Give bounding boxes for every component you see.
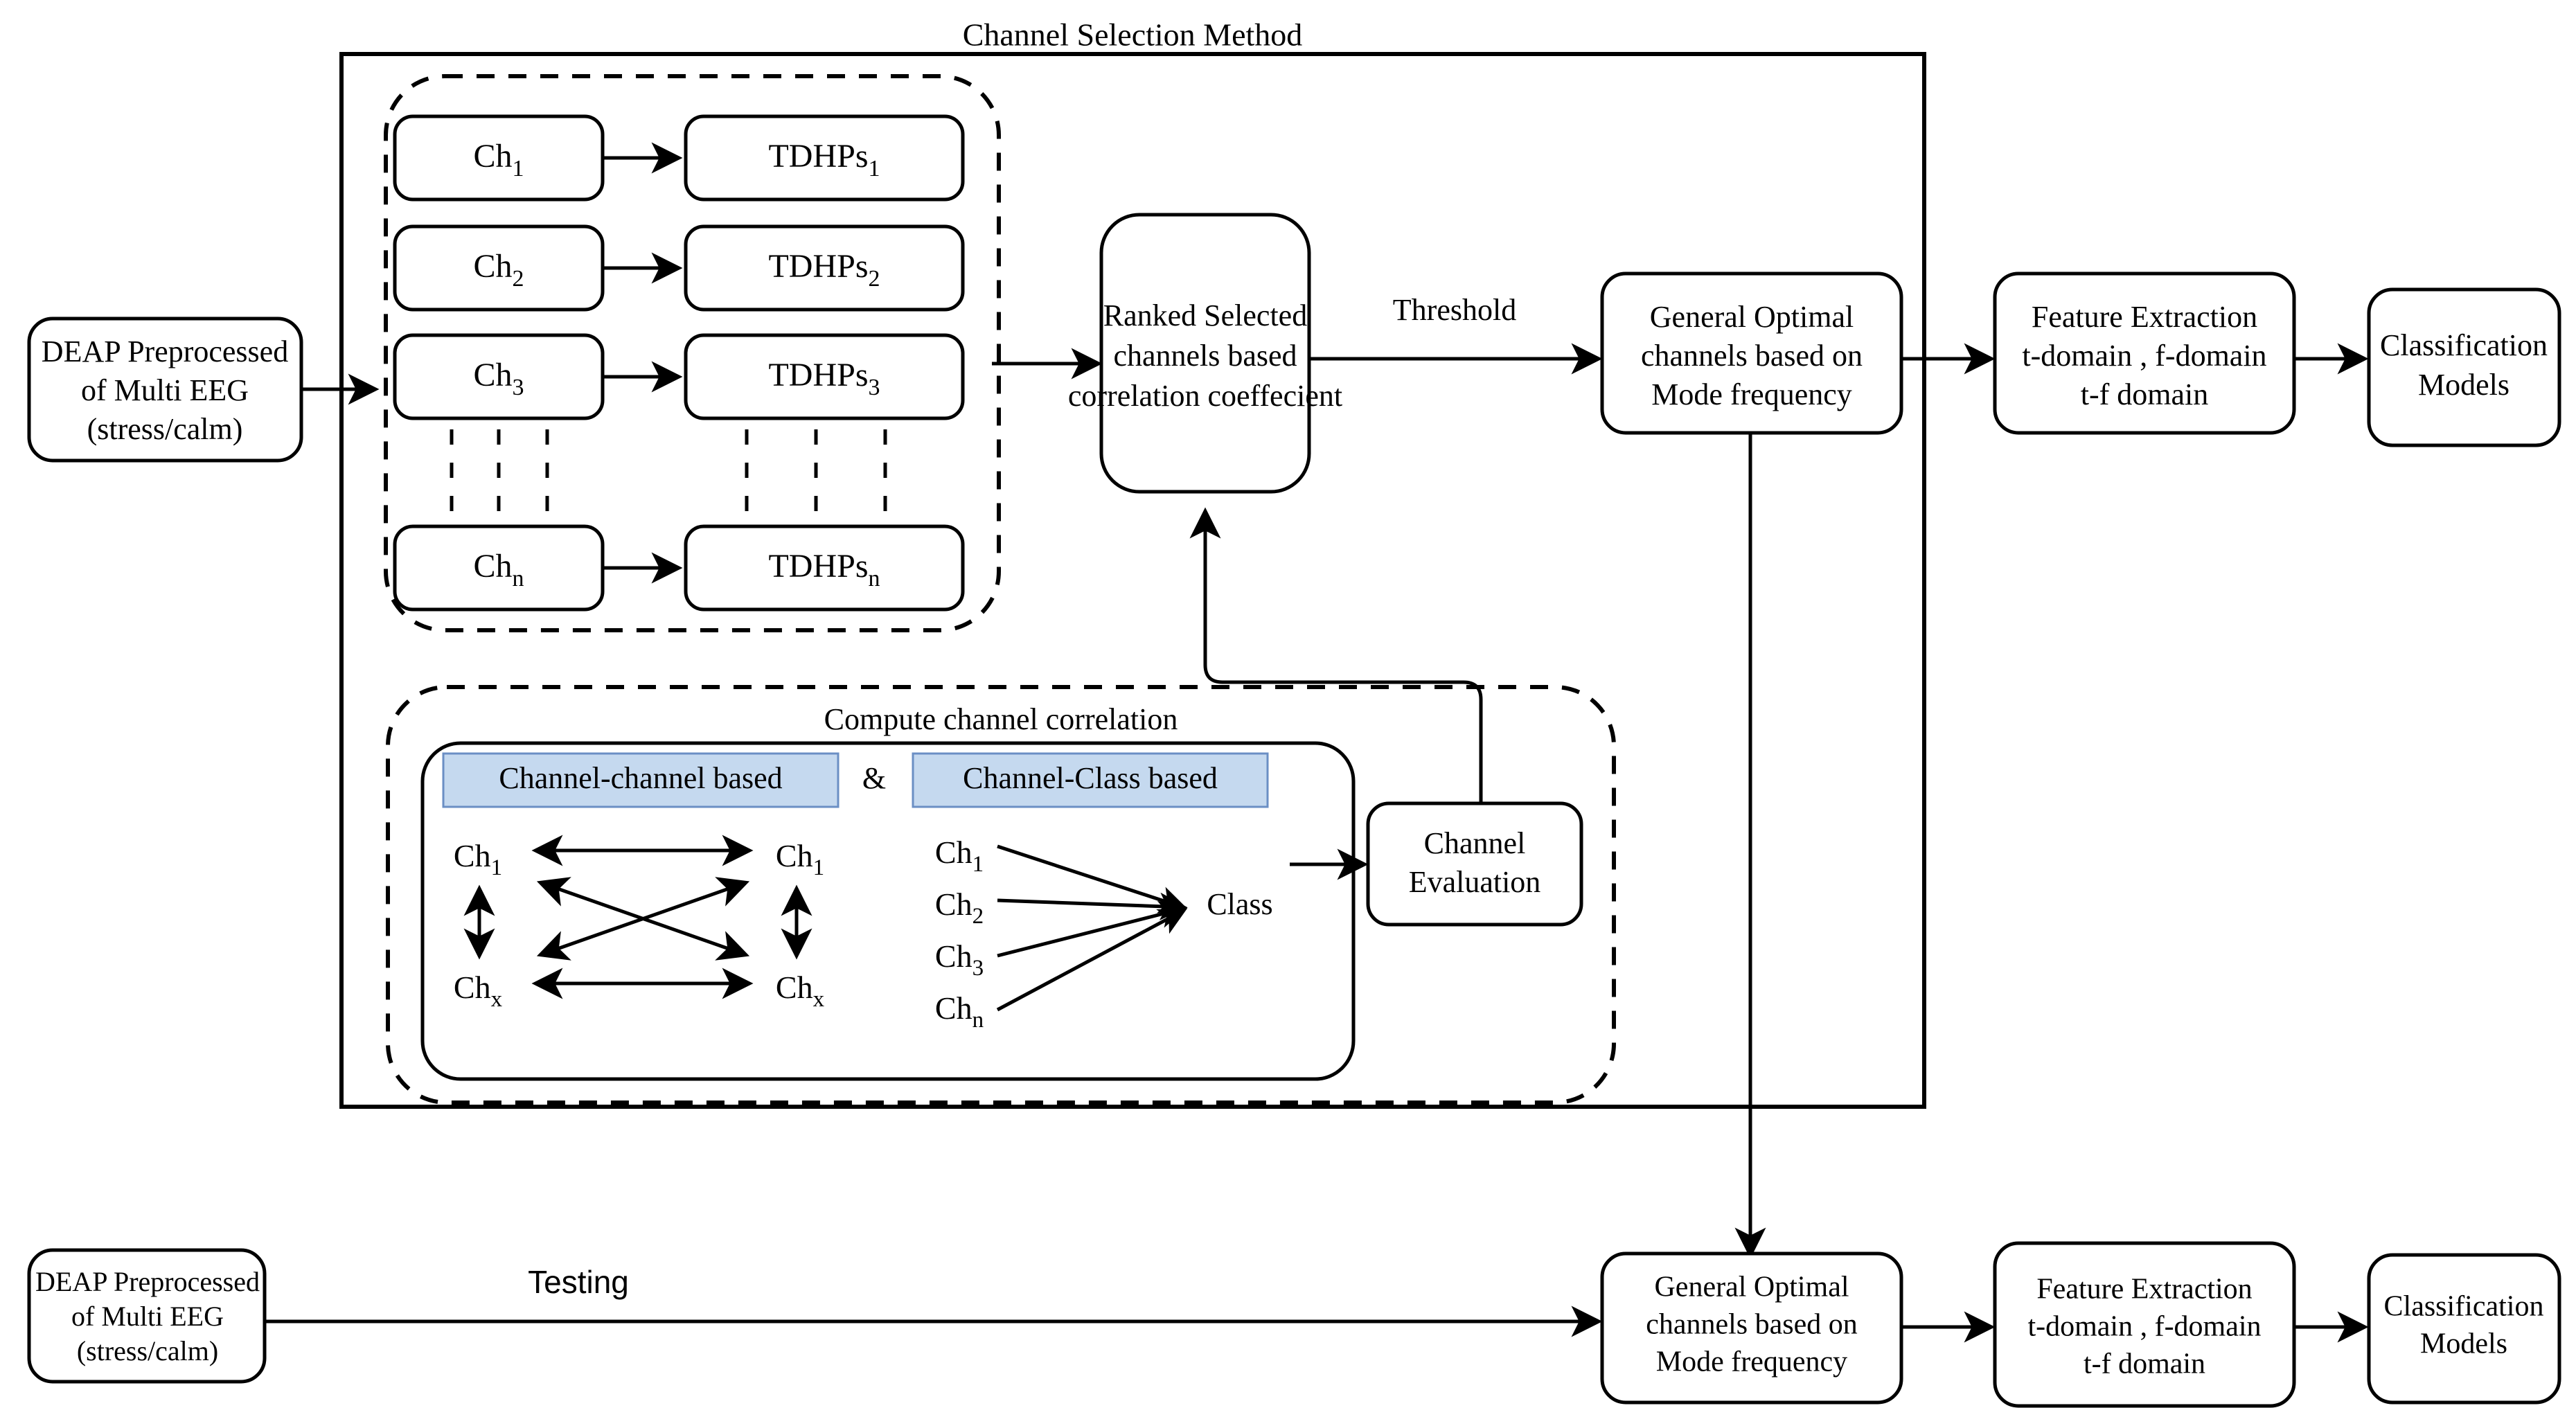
compute-channel-correlation-label: Compute channel correlation <box>824 702 1178 736</box>
channel-evaluation-line2: Evaluation <box>1409 865 1541 899</box>
cclass-edge-3 <box>997 900 1188 958</box>
deap-testing-line2: of Multi EEG <box>71 1301 224 1332</box>
deap-testing-line3: (stress/calm) <box>77 1335 218 1366</box>
deap-training-line2: of Multi EEG <box>81 373 249 407</box>
channel-tdhp-group-dashed <box>384 74 1001 632</box>
node-ch-n[interactable] <box>393 524 605 612</box>
node-ch-n-label: Chn <box>473 548 524 591</box>
node-general-optimal-bottom[interactable] <box>1600 1251 1903 1405</box>
general-optimal-top-line3: Mode frequency <box>1651 377 1852 411</box>
compute-channel-correlation-group <box>386 685 1616 1105</box>
channel-selection-title: Channel Selection Method <box>963 17 1303 53</box>
feature-top-line1: Feature Extraction <box>2032 300 2257 334</box>
classification-bottom-line1: Classification <box>2384 1291 2544 1323</box>
feature-top-line3: t-f domain <box>2081 377 2209 411</box>
ranked-line3: correlation coeffecient <box>1068 379 1342 413</box>
node-ch-2-label: Ch2 <box>473 248 524 292</box>
feature-bottom-line1: Feature Extraction <box>2036 1274 2252 1305</box>
node-deap-input-testing[interactable] <box>27 1248 267 1384</box>
node-ranked-selected-channels[interactable] <box>1099 213 1311 494</box>
node-tdhps-2[interactable] <box>684 224 965 312</box>
general-optimal-bottom-line2: channels based on <box>1646 1309 1858 1341</box>
general-optimal-bottom-line1: General Optimal <box>1654 1272 1849 1303</box>
channel-channel-tag-label: Channel-channel based <box>499 761 782 795</box>
node-tdhps-n[interactable] <box>684 524 965 612</box>
classification-bottom-line2: Models <box>2420 1328 2507 1360</box>
tag-channel-channel-based[interactable] <box>442 752 840 808</box>
cc-left-bottom-label: Chx <box>454 970 503 1012</box>
node-tdhps-n-label: TDHPsn <box>768 548 880 591</box>
node-tdhps-1-label: TDHPs1 <box>768 138 880 181</box>
threshold-label: Threshold <box>1393 293 1516 327</box>
node-channel-evaluation[interactable] <box>1366 801 1583 927</box>
deap-training-line3: (stress/calm) <box>87 412 243 446</box>
cc-right-top-label: Ch1 <box>776 838 824 880</box>
node-general-optimal-top[interactable] <box>1600 271 1903 435</box>
ranked-line2: channels based <box>1113 339 1297 373</box>
node-tdhps-2-label: TDHPs2 <box>768 248 880 292</box>
node-classification-models-top[interactable] <box>2367 287 2561 447</box>
testing-label: Testing <box>528 1264 629 1300</box>
classification-top-line1: Classification <box>2380 328 2548 362</box>
cc-left-top-label: Ch1 <box>454 838 502 880</box>
cclass-edge-2 <box>997 892 1188 920</box>
channel-class-tag-label: Channel-Class based <box>963 761 1218 795</box>
cc-arrow-diagonal-up <box>536 877 750 961</box>
deap-training-line1: DEAP Preprocessed <box>42 335 288 368</box>
channel-selection-method-box <box>339 52 1926 1109</box>
cc-right-bottom-label: Chx <box>776 970 825 1012</box>
general-optimal-bottom-line3: Mode frequency <box>1656 1346 1847 1378</box>
node-ch-1-label: Ch1 <box>473 138 524 181</box>
general-optimal-top-line2: channels based on <box>1641 339 1863 373</box>
classification-top-line2: Models <box>2418 368 2510 402</box>
cclass-ch-1-label: Ch1 <box>935 835 984 877</box>
node-tdhps-1[interactable] <box>684 114 965 202</box>
cclass-edge-n <box>996 908 1187 1012</box>
ranked-line1: Ranked Selected <box>1103 298 1307 332</box>
node-tdhps-3[interactable] <box>684 333 965 420</box>
node-feature-extraction-bottom[interactable] <box>1993 1241 2296 1408</box>
cclass-class-label: Class <box>1207 887 1272 921</box>
general-optimal-top-line1: General Optimal <box>1650 300 1854 334</box>
cclass-ch-3-label: Ch3 <box>935 938 984 981</box>
cclass-ch-n-label: Chn <box>935 990 984 1033</box>
cclass-edge-1 <box>997 844 1188 914</box>
node-ch-1[interactable] <box>393 114 605 202</box>
edge-channel-evaluation-to-ranked <box>1189 507 1483 802</box>
node-deap-input-training[interactable] <box>27 317 303 463</box>
feature-bottom-line3: t-f domain <box>2084 1348 2205 1380</box>
node-feature-extraction-top[interactable] <box>1993 271 2296 435</box>
node-ch-2[interactable] <box>393 224 605 312</box>
node-classification-models-bottom[interactable] <box>2367 1253 2561 1405</box>
feature-bottom-line2: t-domain , f-domain <box>2027 1311 2261 1343</box>
feature-top-line2: t-domain , f-domain <box>2022 339 2266 373</box>
node-ch-3[interactable] <box>393 333 605 420</box>
cclass-ch-2-label: Ch2 <box>935 886 984 929</box>
tag-channel-class-based[interactable] <box>912 752 1269 808</box>
node-tdhps-3-label: TDHPs3 <box>768 357 880 400</box>
ampersand-label: & <box>862 761 886 795</box>
node-ch-3-label: Ch3 <box>473 357 524 400</box>
deap-testing-line1: DEAP Preprocessed <box>35 1266 260 1297</box>
channel-evaluation-line1: Channel <box>1424 826 1526 860</box>
